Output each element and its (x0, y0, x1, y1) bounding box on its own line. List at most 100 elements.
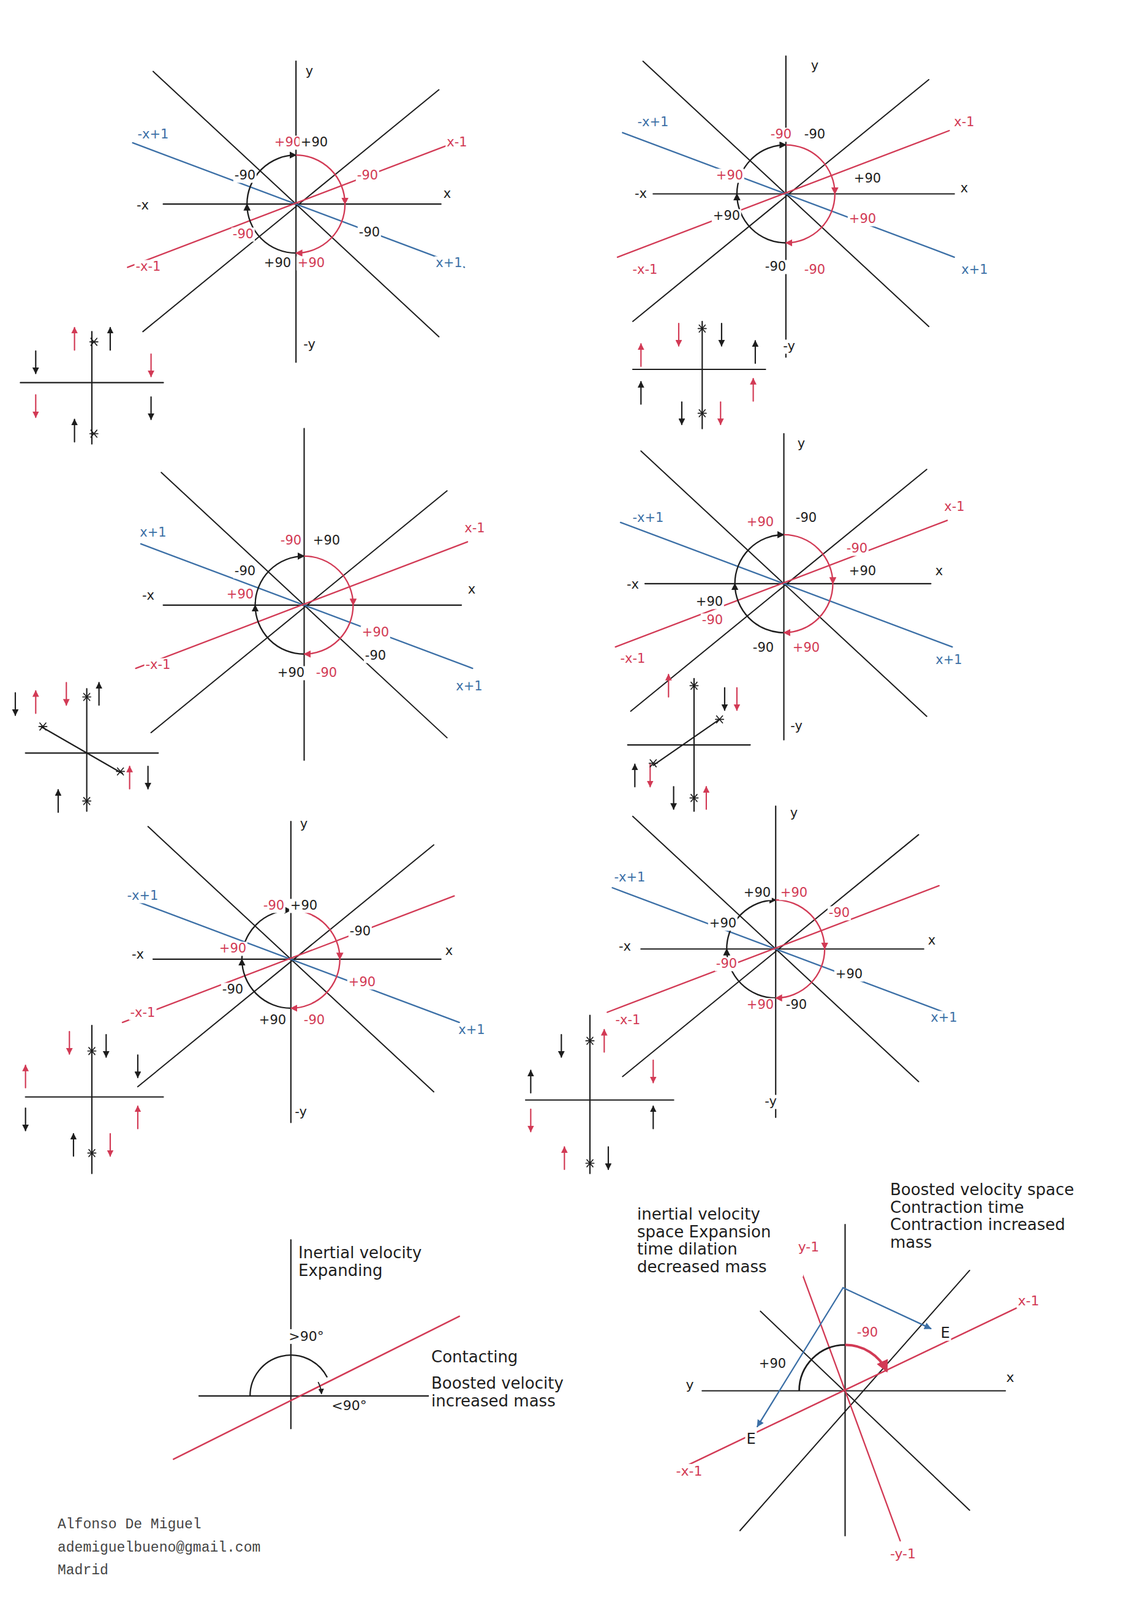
blue-line (132, 142, 465, 268)
rotation-arc (317, 1382, 322, 1394)
flux-arrow (74, 327, 76, 351)
rotation-arc (784, 583, 834, 633)
asterisk-mark (90, 430, 97, 438)
asterisk-mark (586, 1159, 594, 1168)
asterisk-mark (586, 1159, 594, 1168)
red-line (796, 1257, 901, 1541)
x-axis (153, 958, 442, 960)
rotation-arc (845, 1345, 888, 1372)
flux-arrow (105, 1034, 107, 1058)
annotation-note: Boosted velocity increased mass (428, 1373, 613, 1411)
axis-label: y (298, 817, 309, 832)
axis-label: y (796, 436, 807, 451)
axis-label: x-1 (952, 115, 976, 130)
axis-label: +90 (311, 533, 342, 548)
axis-label: -x-1 (619, 651, 647, 666)
red-line (615, 520, 948, 648)
axis-label: -x-1 (134, 259, 163, 274)
axis-label: x (466, 582, 477, 597)
blue-line (127, 898, 459, 1023)
axis-label: -90 (348, 924, 372, 939)
asterisk-mark (698, 325, 706, 333)
flux-arrow (529, 1109, 532, 1133)
flux-arrow (150, 354, 152, 377)
axis-label: +90 (347, 975, 377, 990)
axis-label: +90 (779, 885, 809, 900)
flux-arrow (14, 692, 16, 716)
axis-label: -90 (302, 1013, 326, 1028)
axis-label: -x (633, 186, 649, 201)
rotation-arc (295, 154, 345, 204)
rotation-arc (303, 605, 353, 655)
asterisk-mark (698, 409, 706, 418)
y-axis (295, 61, 297, 363)
rotation-arc (255, 605, 305, 655)
flux-arrow (34, 395, 37, 418)
rotation-arc (295, 203, 345, 254)
y-axis (774, 806, 777, 1118)
asterisk-mark (39, 722, 46, 731)
axis-label: x (934, 564, 945, 579)
axis-label: -x+1 (136, 127, 171, 142)
flux-arrow (603, 1029, 605, 1053)
rotation-arc (775, 899, 825, 949)
inset-axis (653, 719, 720, 766)
red-line (127, 140, 459, 268)
axis-label: -x (140, 588, 156, 603)
asterisk-mark (83, 693, 91, 701)
axis-label: -x-1 (144, 657, 173, 673)
flux-arrow (34, 351, 37, 374)
axis-label: x (1004, 1370, 1016, 1386)
axis-label: -y (781, 339, 797, 354)
axis-label: -90 (700, 613, 725, 628)
rotation-arc (736, 194, 786, 244)
axis-label: x+1 (138, 525, 168, 540)
rotation-arc (241, 959, 291, 1009)
axis-label: x (959, 181, 970, 196)
axis-label: +90 (289, 898, 319, 913)
asterisk-mark (691, 682, 698, 690)
asterisk-mark (117, 768, 124, 776)
field-vector (757, 1287, 843, 1427)
axis-label: -90 (355, 168, 380, 183)
asterisk-mark (691, 794, 698, 802)
inset-axis (693, 678, 695, 812)
axis-label: y (304, 64, 315, 79)
flux-arrow (652, 1106, 654, 1130)
asterisk-mark (649, 759, 657, 767)
axis-label: +90 (257, 1013, 288, 1028)
flux-arrow (529, 1070, 532, 1093)
asterisk-mark (586, 1037, 594, 1045)
flux-arrow (74, 419, 76, 443)
annotation-note: Contacting (428, 1347, 598, 1368)
rotation-arc (735, 583, 785, 633)
red-line (678, 1306, 1021, 1470)
rotation-arc (735, 534, 785, 584)
diagonal-axis (137, 844, 434, 1087)
axis-label: -90 (363, 648, 388, 663)
inset-axis (41, 726, 123, 774)
flux-arrow (25, 1108, 27, 1131)
axis-label: +90 (299, 135, 329, 150)
flux-arrow (649, 764, 651, 788)
inset-axis (91, 331, 93, 444)
axis-label: -x-1 (675, 1464, 704, 1479)
inset-axis (589, 1015, 591, 1174)
axis-label: x+1 (929, 1010, 959, 1025)
y-axis (290, 821, 292, 1123)
axis-label: +90 (225, 587, 255, 602)
axis-label: -x-1 (631, 262, 660, 277)
red-line (122, 896, 454, 1024)
blue-line (140, 543, 473, 669)
annotation-note: Boosted velocity space Contraction time … (887, 1179, 1082, 1253)
axis-label: x+1 (934, 653, 964, 668)
y-axis (785, 56, 787, 358)
blue-line (620, 522, 952, 647)
red-line (135, 542, 468, 669)
inset-axis (25, 752, 159, 754)
flux-arrow (72, 1133, 75, 1157)
axis-label: +90 (852, 171, 883, 186)
axis-label: +90 (791, 640, 821, 655)
axis-label: -90 (784, 997, 809, 1013)
rotation-arc (303, 556, 353, 606)
